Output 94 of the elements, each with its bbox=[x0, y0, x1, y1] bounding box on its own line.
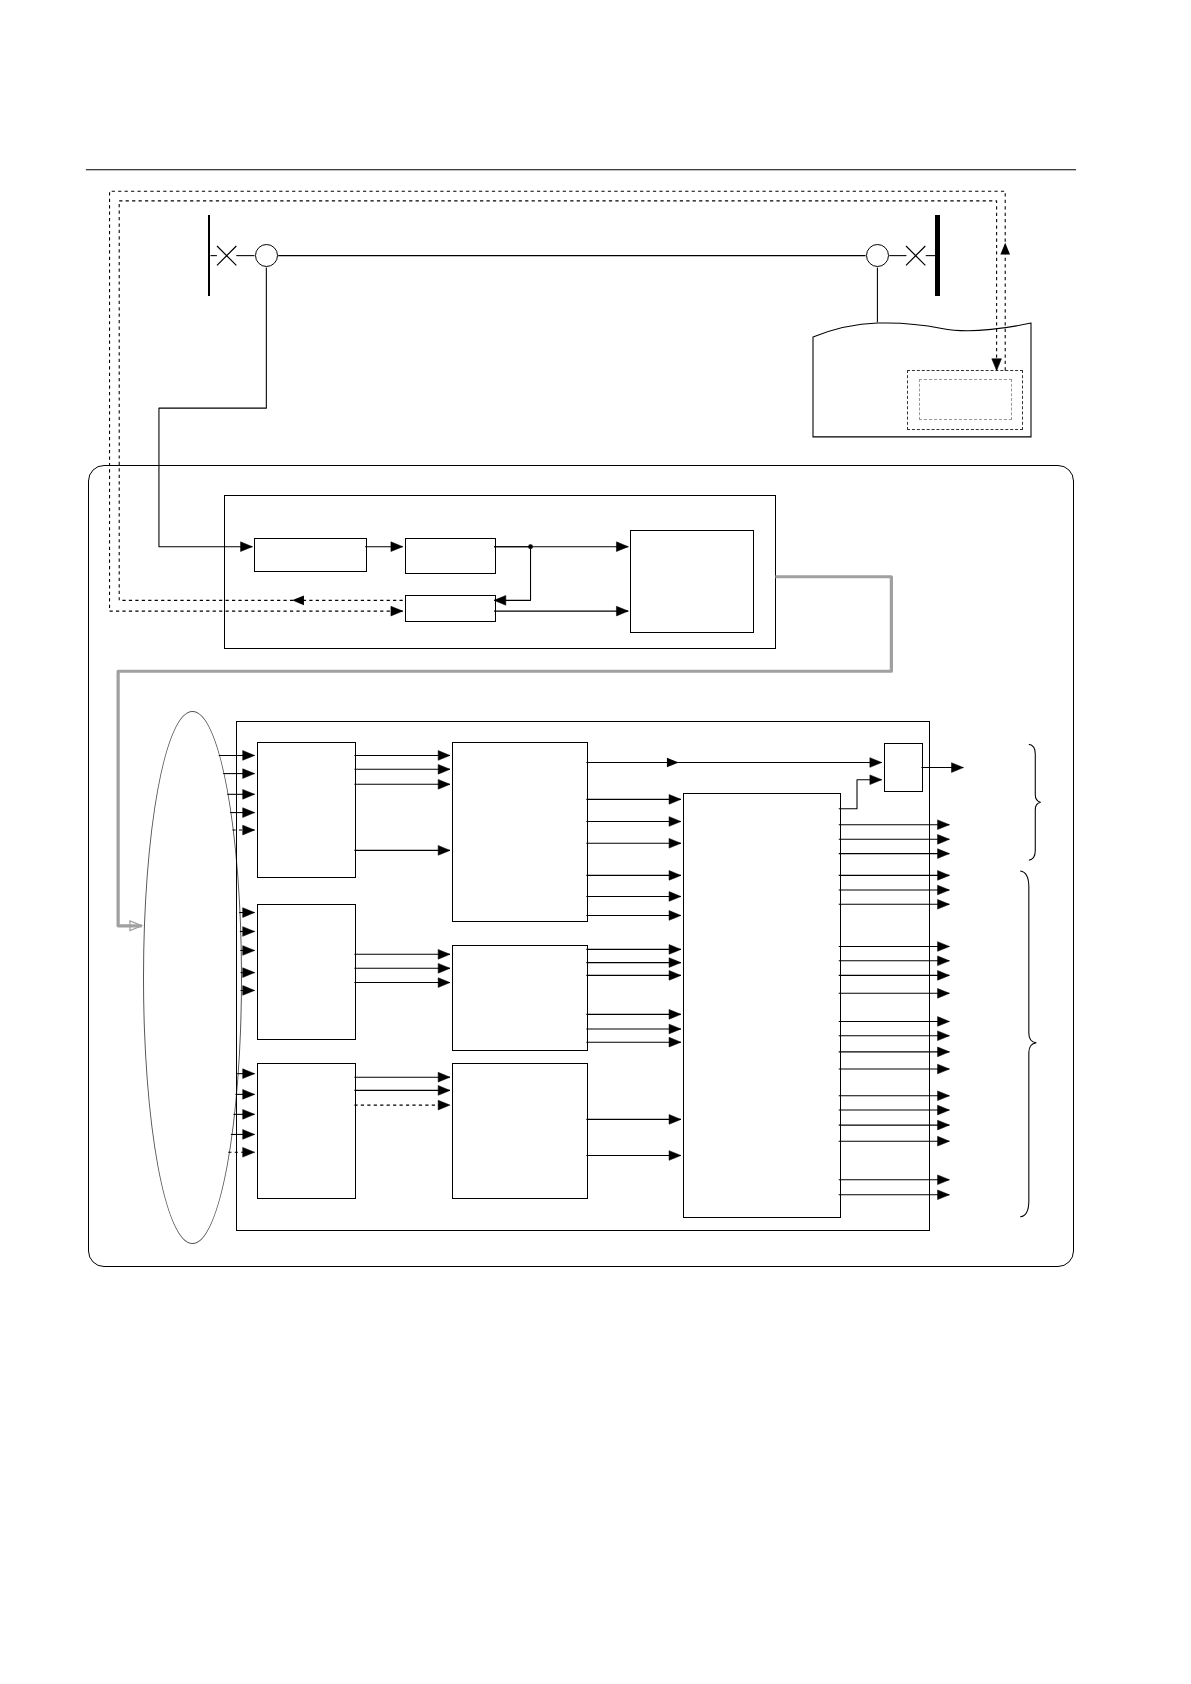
arrow bbox=[585, 757, 883, 768]
arrow bbox=[838, 1016, 950, 1027]
arrow bbox=[838, 1189, 950, 1200]
block-box bbox=[404, 537, 496, 575]
arrow bbox=[838, 1104, 950, 1116]
block-box bbox=[451, 944, 589, 1052]
arrow bbox=[353, 1085, 451, 1096]
device-panel bbox=[88, 465, 1074, 1268]
arrow bbox=[838, 970, 950, 981]
busbar-line bbox=[208, 214, 211, 297]
arrow bbox=[493, 606, 629, 617]
arrow bbox=[353, 764, 451, 775]
dashed-arrow bbox=[239, 985, 256, 996]
line bbox=[888, 255, 907, 257]
breaker-symbol bbox=[906, 245, 926, 266]
arrow bbox=[585, 794, 682, 805]
arrow bbox=[838, 941, 950, 952]
arrow bbox=[838, 834, 950, 845]
arrow bbox=[239, 926, 256, 937]
block-box bbox=[256, 1063, 357, 1200]
module-box bbox=[224, 495, 777, 649]
arrow bbox=[838, 774, 883, 810]
arrow bbox=[353, 1072, 451, 1083]
block-box bbox=[404, 594, 496, 622]
cutaway-box bbox=[812, 322, 1031, 438]
arrow bbox=[838, 988, 950, 999]
dotted-box bbox=[919, 379, 1012, 420]
arrow bbox=[585, 816, 682, 827]
input-ellipse bbox=[142, 710, 242, 1244]
arrow bbox=[838, 1136, 950, 1147]
arrow bbox=[158, 266, 267, 552]
arrow bbox=[585, 1150, 682, 1161]
arrow bbox=[585, 870, 682, 881]
arrow bbox=[838, 1046, 950, 1057]
arrow bbox=[920, 762, 964, 773]
arrow bbox=[838, 884, 950, 896]
line bbox=[876, 266, 878, 323]
arrow bbox=[838, 819, 950, 830]
arrow bbox=[229, 807, 256, 818]
block-box bbox=[451, 741, 589, 923]
block-box bbox=[254, 537, 368, 573]
arrow bbox=[234, 1089, 256, 1100]
arrow bbox=[585, 970, 682, 981]
block-box bbox=[682, 793, 841, 1218]
arrow bbox=[838, 1120, 950, 1131]
block-box bbox=[630, 530, 754, 634]
arrow bbox=[585, 1037, 682, 1048]
arrow bbox=[838, 848, 950, 859]
arrow bbox=[838, 1174, 950, 1185]
arrow bbox=[838, 1030, 950, 1041]
dashed-arrow bbox=[227, 1147, 256, 1158]
arrow bbox=[585, 944, 682, 955]
arrow bbox=[239, 945, 256, 956]
arrow bbox=[226, 789, 256, 800]
arrow bbox=[838, 955, 950, 966]
arrow bbox=[232, 1109, 256, 1120]
arrow bbox=[353, 963, 451, 974]
arrow bbox=[585, 1009, 682, 1020]
arrow bbox=[218, 750, 256, 761]
block-box bbox=[256, 904, 357, 1041]
block-box bbox=[451, 1063, 589, 1200]
line bbox=[209, 255, 218, 257]
arrow bbox=[353, 949, 451, 960]
arrow bbox=[838, 1090, 950, 1101]
arrow bbox=[236, 1068, 256, 1079]
breaker-symbol bbox=[216, 245, 237, 266]
line bbox=[925, 255, 936, 257]
line bbox=[235, 255, 256, 257]
arrow bbox=[353, 750, 451, 761]
arrow bbox=[585, 891, 682, 902]
arrow bbox=[585, 1114, 682, 1125]
arrow bbox=[240, 967, 256, 978]
arrow bbox=[838, 1063, 950, 1075]
arrow bbox=[353, 977, 451, 988]
arrow bbox=[838, 899, 950, 910]
arrow bbox=[585, 910, 682, 921]
arrow bbox=[238, 907, 256, 918]
arrow bbox=[364, 541, 404, 552]
arrow bbox=[222, 768, 256, 779]
arrow bbox=[353, 845, 451, 856]
arrow bbox=[585, 838, 682, 849]
arrow bbox=[838, 870, 950, 881]
flow-arrow bbox=[116, 575, 893, 932]
arrow bbox=[585, 1023, 682, 1035]
dashed-arrow bbox=[353, 1100, 451, 1111]
dashed-box bbox=[907, 370, 1024, 430]
arrow bbox=[585, 957, 682, 968]
block-box bbox=[883, 743, 924, 793]
arrow bbox=[493, 544, 533, 606]
arrow bbox=[353, 779, 451, 790]
block-box bbox=[256, 741, 357, 879]
line bbox=[277, 255, 867, 257]
arrow bbox=[230, 1129, 256, 1140]
module-box bbox=[236, 720, 930, 1231]
